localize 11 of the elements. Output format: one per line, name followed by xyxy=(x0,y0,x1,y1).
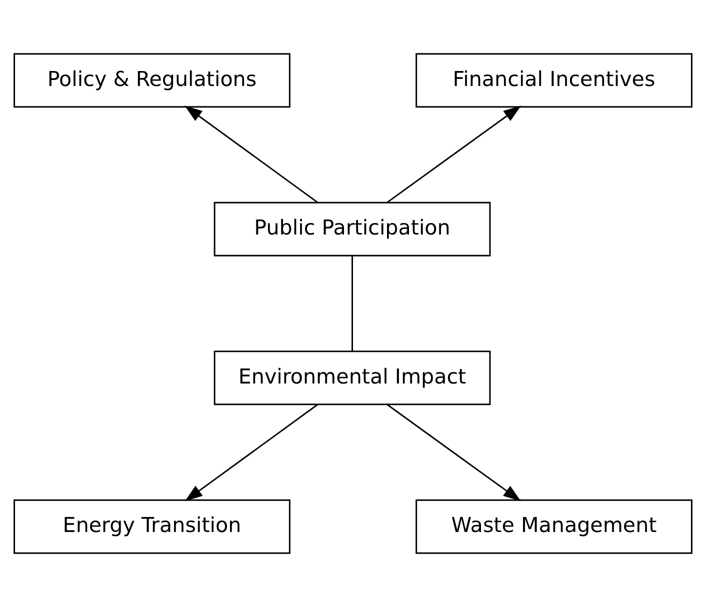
arrow xyxy=(184,403,318,501)
node-box: Financial Incentives xyxy=(416,52,692,108)
connector xyxy=(352,256,353,351)
node-box: Public Participation xyxy=(214,201,491,256)
node-box: Waste Management xyxy=(416,498,692,554)
node-box: Environmental Impact xyxy=(214,350,491,405)
arrow xyxy=(386,403,521,501)
arrow xyxy=(386,105,522,203)
node-box: Policy & Regulations xyxy=(14,52,290,108)
arrow xyxy=(184,105,318,203)
node-box: Energy Transition xyxy=(14,498,290,554)
